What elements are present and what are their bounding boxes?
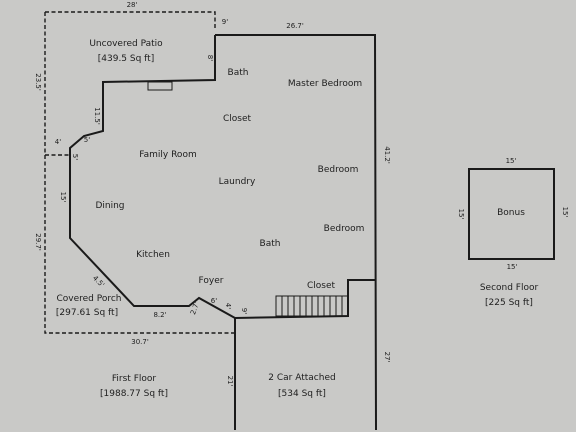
dim-garage-side: 21' [226, 376, 234, 387]
uncovered-patio-label: Uncovered Patio [89, 39, 163, 49]
dim-patio-notch: 9' [222, 18, 228, 26]
first-floor-area: [1988.77 Sq ft] [100, 389, 168, 399]
dim-patio-right: 8' [206, 55, 214, 61]
foyer-label: Foyer [199, 276, 224, 286]
dim-bonus-top: 15' [506, 157, 517, 165]
closet-upper-label: Closet [223, 114, 252, 124]
dim-bonus-bottom: 15' [507, 263, 518, 271]
second-floor-label: Second Floor [480, 283, 539, 293]
dim-patio-top: 28' [127, 1, 138, 9]
dim-right-wall: 41.2' [383, 146, 391, 164]
dim-house-top: 26.7' [286, 22, 304, 30]
covered-porch-label: Covered Porch [56, 294, 121, 304]
bonus-room [468, 168, 555, 260]
stairs [275, 295, 349, 317]
patio-outline [45, 11, 216, 28]
garage-area: [534 Sq ft] [278, 389, 326, 399]
dining-label: Dining [95, 201, 124, 211]
bonus-label: Bonus [497, 208, 525, 218]
dim-patio-left: 23.5' [34, 73, 42, 91]
house-top-right-wall [215, 34, 377, 431]
dim-porch-bottom: 8.2' [153, 311, 166, 319]
dim-step-a: 4' [55, 138, 61, 146]
bedroom-label-1: Bedroom [318, 165, 359, 175]
dim-garage-left: 9' [240, 308, 248, 314]
window-mark [147, 81, 173, 91]
bath-lower-label: Bath [260, 239, 281, 249]
dim-inner-wall: 11.5' [93, 107, 101, 125]
bath-upper-label: Bath [228, 68, 249, 78]
dim-bonus-left: 15' [457, 209, 465, 220]
first-floor-label: First Floor [112, 374, 156, 384]
dim-garage-right: 27' [383, 352, 391, 363]
bedroom-label-2: Bedroom [324, 224, 365, 234]
garage-label: 2 Car Attached [268, 373, 335, 383]
dim-porch-base: 30.7' [131, 338, 149, 346]
dim-step-b: 5' [84, 136, 90, 144]
dim-porch-side: 29.7' [34, 233, 42, 251]
kitchen-label: Kitchen [136, 250, 170, 260]
covered-porch-area: [297.61 Sq ft] [56, 308, 118, 318]
dim-bonus-right: 15' [561, 207, 569, 218]
closet-lower-label: Closet [307, 281, 336, 291]
dim-step-c: 5' [71, 154, 79, 160]
dim-foyer-a: 2.7' [189, 301, 201, 316]
porch-outline [44, 155, 235, 334]
uncovered-patio-area: [439.5 Sq ft] [98, 54, 154, 64]
dim-foyer-c: 4' [224, 303, 232, 309]
laundry-label: Laundry [219, 177, 256, 187]
dim-left-wall: 15' [59, 192, 67, 203]
second-floor-area: [225 Sq ft] [485, 298, 533, 308]
dim-foyer-b: 6' [211, 297, 217, 305]
dim-diag: 4.5' [91, 274, 106, 289]
master-bedroom-label: Master Bedroom [288, 79, 362, 89]
family-room-label: Family Room [139, 150, 196, 160]
